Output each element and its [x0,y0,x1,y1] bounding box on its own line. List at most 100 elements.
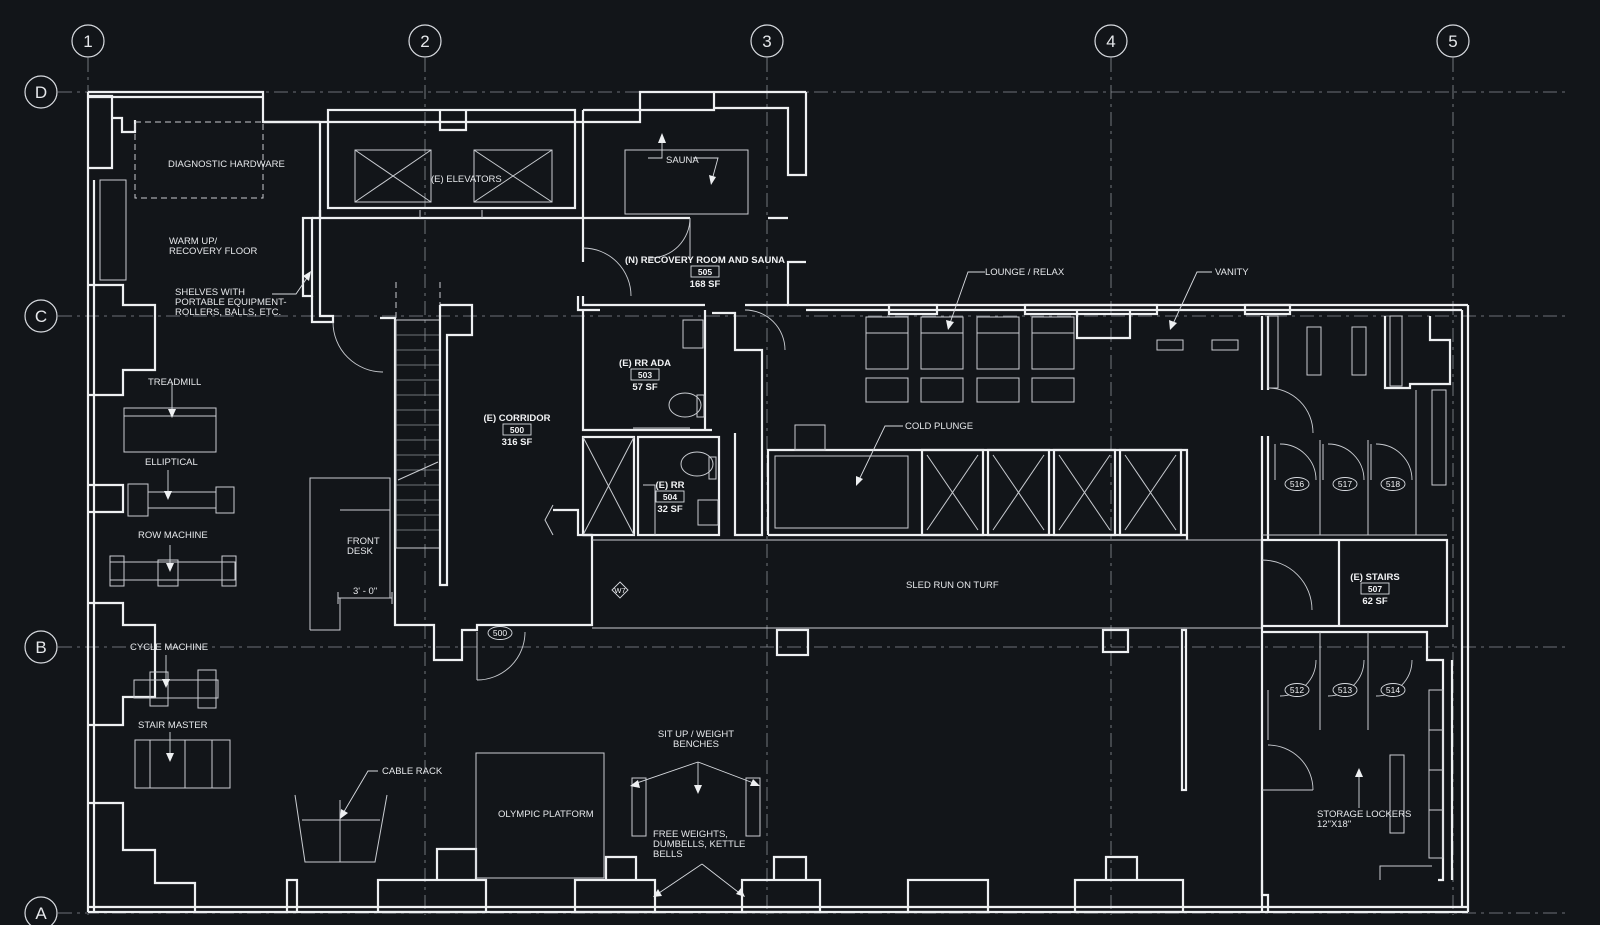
locker-rooms [1260,315,1454,912]
cold-plunge [766,424,1189,540]
svg-text:5: 5 [1448,32,1457,51]
door-tag-516: 516 [1284,477,1310,491]
label-shelves-3: ROLLERS, BALLS, ETC. [175,307,281,318]
svg-text:2: 2 [420,32,429,51]
treadmill-equipment [123,407,217,453]
label-shelves-1: SHELVES WITH [175,287,245,298]
room-tag-stairs: (E) STAIRS 507 62 SF [1350,572,1399,607]
room-tag-corridor: (E) CORRIDOR 500 316 SF [483,413,550,448]
svg-text:C: C [35,307,47,326]
label-elevators: (E) ELEVATORS [431,174,502,185]
exterior-walls [86,90,1470,914]
room-tag-recovery: (N) RECOVERY ROOM AND SAUNA 505 168 SF [625,255,785,290]
svg-text:517: 517 [1338,479,1352,489]
svg-text:57 SF: 57 SF [632,382,658,393]
svg-text:513: 513 [1338,685,1352,695]
svg-text:(E) STAIRS: (E) STAIRS [1350,572,1399,583]
warmup-mat [99,179,127,281]
label-front-desk-2: DESK [347,546,374,557]
svg-text:62 SF: 62 SF [1362,596,1388,607]
svg-text:518: 518 [1386,479,1400,489]
svg-text:4: 4 [1106,32,1115,51]
label-sit-up-2: BENCHES [673,739,719,750]
label-front-desk-1: FRONT [347,536,380,547]
grid-bubble-2: 2 [408,24,442,58]
svg-text:504: 504 [663,492,677,502]
svg-text:1: 1 [83,32,92,51]
door-tag-518: 518 [1380,477,1406,491]
door-tag-514: 514 [1380,683,1406,697]
svg-text:D: D [35,83,47,102]
label-vanity: VANITY [1215,267,1249,278]
label-lounge: LOUNGE / RELAX [985,267,1065,278]
grid-bubble-4: 4 [1094,24,1128,58]
label-treadmill: TREADMILL [148,377,201,388]
elliptical-equipment [127,483,235,517]
svg-text:507: 507 [1368,584,1382,594]
room-tag-rr: (E) RR 504 32 SF [655,480,684,515]
row-machine-equipment [109,555,237,587]
label-storage-2: 12"X18" [1317,819,1351,830]
window-tag-w7: W7 [611,581,629,599]
restrooms [581,310,764,537]
corridor [332,282,594,681]
label-free-weights-3: BELLS [653,849,683,860]
sled-run [592,539,1262,792]
svg-text:514: 514 [1386,685,1400,695]
svg-text:A: A [35,904,47,923]
svg-text:316 SF: 316 SF [502,437,533,448]
grid-bubble-3: 3 [750,24,784,58]
label-cold-plunge: COLD PLUNGE [905,421,973,432]
cable-rack-equipment [294,794,388,863]
elevator-core [318,108,585,220]
grid-bubble-a: A [24,896,58,925]
label-shelves-2: PORTABLE EQUIPMENT- [175,297,287,308]
svg-text:500: 500 [510,425,524,435]
label-sauna: SAUNA [666,155,699,166]
diagnostic-zone [134,121,264,199]
stair-master-equipment [134,739,231,789]
label-sit-up-1: SIT UP / WEIGHT [658,729,734,740]
svg-text:(E) CORRIDOR: (E) CORRIDOR [483,413,550,424]
front-desk [309,477,393,631]
label-free-weights-2: DUMBELLS, KETTLE [653,839,745,850]
label-cycle-machine: CYCLE MACHINE [130,642,208,653]
svg-text:(N) RECOVERY ROOM AND SAUNA: (N) RECOVERY ROOM AND SAUNA [625,255,785,266]
room-labels: DIAGNOSTIC HARDWARE (E) ELEVATORS SAUNA … [130,155,1411,860]
label-dimension: 3' - 0" [353,586,377,597]
label-diagnostic-hardware: DIAGNOSTIC HARDWARE [168,159,285,170]
sauna-room [576,92,788,351]
label-stair-master: STAIR MASTER [138,720,208,731]
label-storage-1: STORAGE LOCKERS [1317,809,1411,820]
olympic-platform [475,752,605,879]
label-elliptical: ELLIPTICAL [145,457,198,468]
grid-bubble-c: C [24,299,58,333]
label-olympic-platform: OLYMPIC PLATFORM [498,809,594,820]
label-warmup-1: WARM UP/ [169,236,218,247]
svg-text:3: 3 [762,32,771,51]
svg-text:(E) RR ADA: (E) RR ADA [619,358,671,369]
grid-bubble-5: 5 [1436,24,1470,58]
door-tag-512: 512 [1284,683,1310,697]
grid-bubble-1: 1 [71,24,105,58]
door-tag-517: 517 [1332,477,1358,491]
label-sled-run: SLED RUN ON TURF [906,580,999,591]
svg-text:W7: W7 [614,586,625,595]
grid-bubble-d: D [24,75,58,109]
door-tag-500: 500 [487,626,513,640]
weight-benches [631,777,761,837]
svg-text:505: 505 [698,267,712,277]
cycle-machine-equipment [133,669,219,709]
leaders [162,133,1363,897]
lounge-seating [865,316,1239,403]
svg-text:500: 500 [493,628,507,638]
room-tag-rr-ada: (E) RR ADA 503 57 SF [619,358,671,393]
svg-text:512: 512 [1290,685,1304,695]
label-warmup-2: RECOVERY FLOOR [169,246,257,257]
svg-text:(E) RR: (E) RR [655,480,684,491]
grid-bubble-b: B [24,630,58,664]
svg-text:B: B [35,638,46,657]
svg-text:168 SF: 168 SF [690,279,721,290]
svg-text:503: 503 [638,370,652,380]
